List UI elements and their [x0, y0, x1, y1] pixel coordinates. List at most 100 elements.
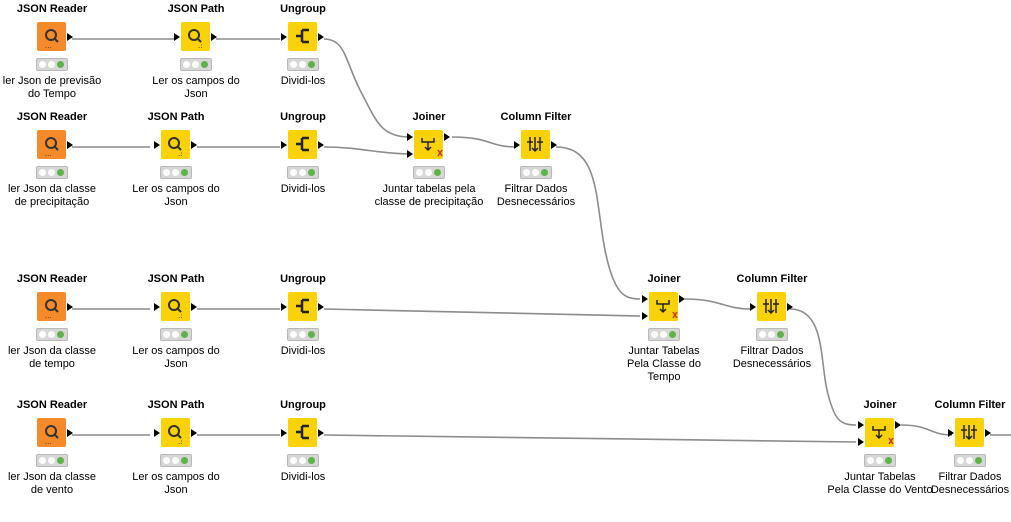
node-annotation[interactable]: Dividi-los [280, 471, 326, 483]
output-port[interactable] [318, 141, 324, 149]
output-port[interactable] [787, 303, 793, 311]
svg-text:...: ... [45, 42, 52, 50]
connection [323, 38, 411, 138]
json-path-icon[interactable]: .: [181, 22, 210, 51]
svg-text:...: ... [45, 150, 52, 158]
json-path-icon[interactable]: .: [161, 130, 190, 159]
input-port-right[interactable] [407, 150, 413, 158]
node-status-indicator [756, 328, 788, 341]
input-port[interactable] [174, 33, 180, 41]
json-reader-icon[interactable]: ... [37, 22, 66, 51]
json-path-icon[interactable]: .: [161, 418, 190, 447]
json-path-icon[interactable]: .: [161, 292, 190, 321]
node-annotation[interactable]: Filtrar Dados Desnecessários [930, 471, 1010, 496]
node-annotation[interactable]: Ler os campos do Json [132, 471, 220, 496]
node-title: Column Filter [500, 111, 572, 123]
node-annotation[interactable]: Dividi-los [280, 345, 326, 357]
output-port[interactable] [551, 141, 557, 149]
connection [323, 146, 411, 155]
node-status-indicator [864, 454, 896, 467]
output-port[interactable] [318, 303, 324, 311]
input-port[interactable] [154, 303, 160, 311]
input-port[interactable] [281, 33, 287, 41]
node-annotation[interactable]: ler Json da classe de precipitação [7, 183, 97, 208]
node-status-indicator [36, 166, 68, 179]
node-title: JSON Path [147, 399, 205, 411]
output-port[interactable] [67, 429, 73, 437]
node-status-indicator [954, 454, 986, 467]
column-filter-icon[interactable] [757, 292, 786, 321]
node-annotation[interactable]: Ler os campos do Json [152, 75, 240, 100]
output-port[interactable] [67, 303, 73, 311]
connection [323, 308, 641, 317]
input-port-left[interactable] [407, 133, 413, 141]
json-reader-icon[interactable]: ... [37, 292, 66, 321]
node-title: Ungroup [280, 111, 326, 123]
output-port[interactable] [318, 429, 324, 437]
node-annotation[interactable]: Juntar Tabelas Pela Classe do Tempo [627, 345, 701, 383]
connection [555, 146, 641, 300]
input-port[interactable] [750, 303, 756, 311]
output-port[interactable] [67, 33, 73, 41]
node-status-indicator [648, 328, 680, 341]
ungroup-icon[interactable] [288, 22, 317, 51]
node-title: JSON Reader [16, 3, 88, 15]
node-annotation[interactable]: Filtrar Dados Desnecessários [496, 183, 576, 208]
output-port[interactable] [211, 33, 217, 41]
output-port[interactable] [67, 141, 73, 149]
output-port[interactable] [679, 295, 685, 303]
output-port[interactable] [191, 303, 197, 311]
connection [900, 424, 953, 436]
input-port[interactable] [948, 429, 954, 437]
input-port[interactable] [514, 141, 520, 149]
node-title: JSON Path [167, 3, 225, 15]
json-reader-icon[interactable]: ... [37, 418, 66, 447]
connection [451, 136, 517, 148]
input-port-right[interactable] [642, 312, 648, 320]
connection [323, 434, 857, 443]
node-status-indicator [287, 58, 319, 71]
output-port[interactable] [191, 429, 197, 437]
input-port-right[interactable] [858, 438, 864, 446]
output-port[interactable] [444, 133, 450, 141]
column-filter-icon[interactable] [521, 130, 550, 159]
node-status-indicator [160, 166, 192, 179]
column-filter-icon[interactable] [955, 418, 984, 447]
node-annotation[interactable]: Dividi-los [280, 75, 326, 87]
output-port[interactable] [895, 421, 901, 429]
node-annotation[interactable]: Filtrar Dados Desnecessários [732, 345, 812, 370]
json-reader-icon[interactable]: ... [37, 130, 66, 159]
input-port[interactable] [281, 141, 287, 149]
input-port[interactable] [281, 303, 287, 311]
input-port-left[interactable] [642, 295, 648, 303]
node-status-indicator [413, 166, 445, 179]
input-port-left[interactable] [858, 421, 864, 429]
joiner-icon[interactable] [649, 292, 678, 321]
node-annotation[interactable]: ler Json da classe de vento [7, 471, 97, 496]
node-status-indicator [287, 454, 319, 467]
joiner-icon[interactable] [865, 418, 894, 447]
node-status-indicator [160, 328, 192, 341]
node-annotation[interactable]: Dividi-los [280, 183, 326, 195]
input-port[interactable] [154, 429, 160, 437]
node-annotation[interactable]: ler Json da classe de tempo [7, 345, 97, 370]
connection [684, 298, 751, 310]
svg-text:.:: .: [178, 438, 183, 446]
joiner-icon[interactable] [414, 130, 443, 159]
ungroup-icon[interactable] [288, 418, 317, 447]
input-port[interactable] [154, 141, 160, 149]
output-port[interactable] [985, 429, 991, 437]
node-annotation[interactable]: Juntar Tabelas Pela Classe do Vento [827, 471, 933, 496]
node-annotation[interactable]: Ler os campos do Json [132, 345, 220, 370]
ungroup-icon[interactable] [288, 130, 317, 159]
node-annotation[interactable]: Ler os campos do Json [132, 183, 220, 208]
node-title: JSON Reader [16, 111, 88, 123]
ungroup-icon[interactable] [288, 292, 317, 321]
svg-text:.:: .: [178, 312, 183, 320]
output-port[interactable] [191, 141, 197, 149]
node-title: Column Filter [736, 273, 808, 285]
node-annotation[interactable]: ler Json de previsão do Tempo [2, 75, 102, 100]
input-port[interactable] [281, 429, 287, 437]
node-annotation[interactable]: Juntar tabelas pela classe de precipitaç… [374, 183, 484, 208]
output-port[interactable] [318, 33, 324, 41]
